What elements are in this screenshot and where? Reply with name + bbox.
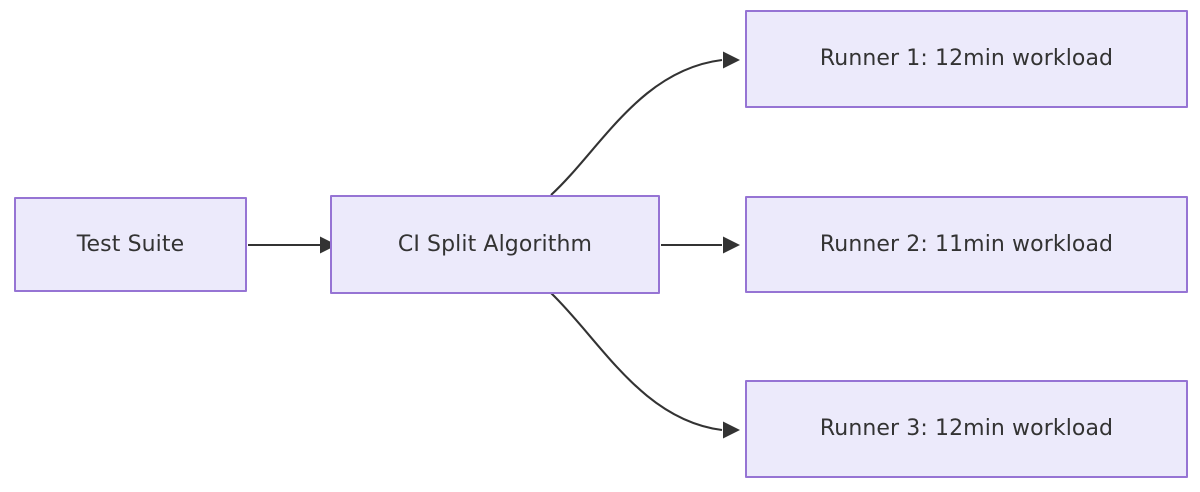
arrow-head-icon — [723, 236, 740, 254]
edge-test-suite-to-ci-split — [248, 236, 337, 254]
node-runner-1-label: Runner 1: 12min workload — [819, 46, 1114, 72]
node-runner-2[interactable]: Runner 2: 11min workload — [745, 196, 1188, 293]
node-test-suite[interactable]: Test Suite — [14, 197, 247, 292]
node-test-suite-label: Test Suite — [76, 231, 185, 257]
arrow-head-icon — [723, 421, 740, 439]
node-runner-1[interactable]: Runner 1: 12min workload — [745, 10, 1188, 108]
node-runner-2-label: Runner 2: 11min workload — [819, 231, 1114, 257]
edge-ci-split-to-runner-3 — [550, 292, 740, 439]
edge-ci-split-to-runner-1 — [550, 51, 740, 196]
arrow-head-icon — [723, 51, 740, 69]
node-runner-3-label: Runner 3: 12min workload — [819, 416, 1114, 442]
edge-ci-split-to-runner-2 — [661, 236, 740, 254]
node-ci-split-algorithm[interactable]: CI Split Algorithm — [330, 195, 660, 294]
node-runner-3[interactable]: Runner 3: 12min workload — [745, 380, 1188, 478]
node-ci-split-algorithm-label: CI Split Algorithm — [397, 231, 593, 257]
